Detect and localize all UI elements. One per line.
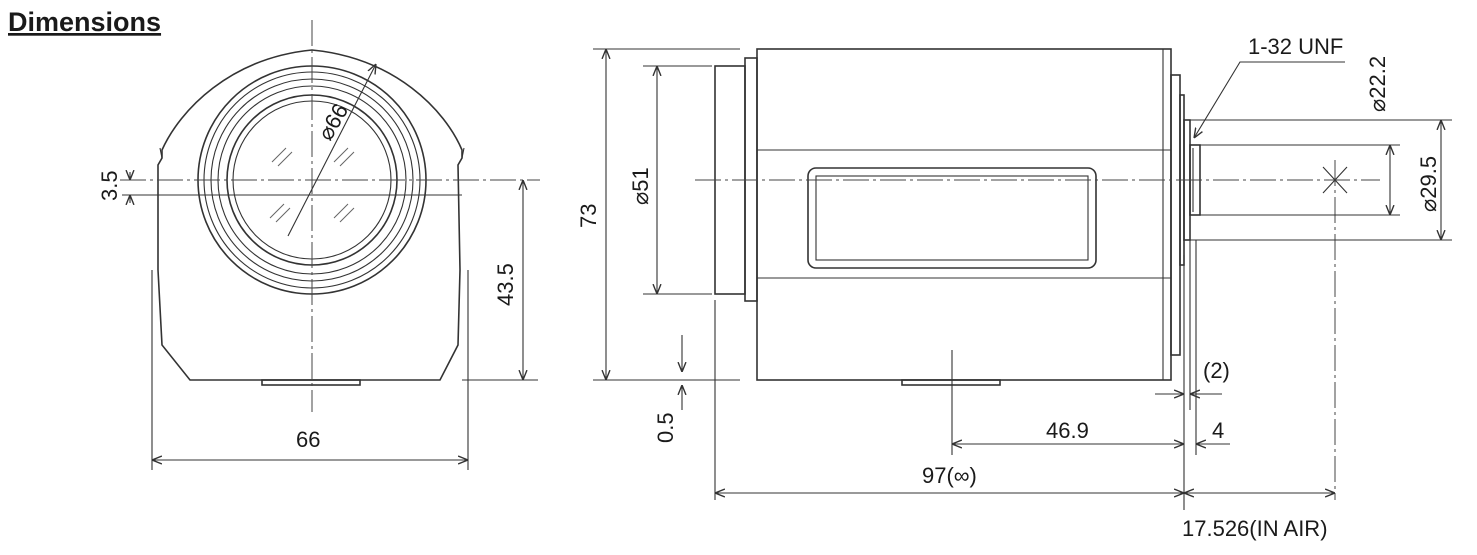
- mount-thread-label: 1-32 UNF: [1248, 34, 1343, 59]
- front-base-plate: [261, 379, 361, 386]
- total-length-label: 97(∞): [922, 463, 977, 488]
- height-to-axis-label: 43.5: [493, 263, 518, 306]
- axis-to-mount-label: 46.9: [1046, 418, 1089, 443]
- mount-thread-leader: [1194, 61, 1345, 138]
- front-view: ⌀66 3.5 43.5 66: [97, 20, 540, 470]
- side-view: 73 ⌀51 0.5 1-32 UNF ⌀22.2 ⌀29.5 (2) 4: [576, 34, 1452, 541]
- glass-reflection-2: [333, 147, 355, 167]
- glass-reflection-4: [333, 203, 355, 223]
- side-base-plate: [901, 379, 1001, 386]
- back-focus-label: 17.526(IN AIR): [1182, 516, 1328, 541]
- offset-label: 3.5: [97, 170, 122, 201]
- flange-depth-label: 4: [1212, 418, 1224, 443]
- window-inner: [815, 175, 1089, 261]
- outer-flange-diameter-label: ⌀29.5: [1416, 156, 1441, 212]
- front-diameter-label: ⌀66: [313, 99, 354, 144]
- base-offset-label: 0.5: [653, 412, 678, 443]
- flange-diameter-label: ⌀22.2: [1365, 56, 1390, 112]
- window-slot: [807, 167, 1097, 269]
- front-body-outline: [157, 49, 463, 381]
- front-diameter-51-label: ⌀51: [628, 167, 653, 205]
- barrel-body: [756, 48, 1172, 381]
- flange-thickness-label: (2): [1203, 358, 1230, 383]
- glass-reflection-3: [269, 203, 291, 223]
- width-label: 66: [296, 427, 320, 452]
- title: Dimensions: [8, 7, 161, 37]
- glass-reflection-1: [271, 147, 293, 167]
- rear-mount-plate: [1170, 74, 1181, 356]
- diameter-leader: [287, 64, 376, 237]
- total-height-label: 73: [576, 204, 601, 228]
